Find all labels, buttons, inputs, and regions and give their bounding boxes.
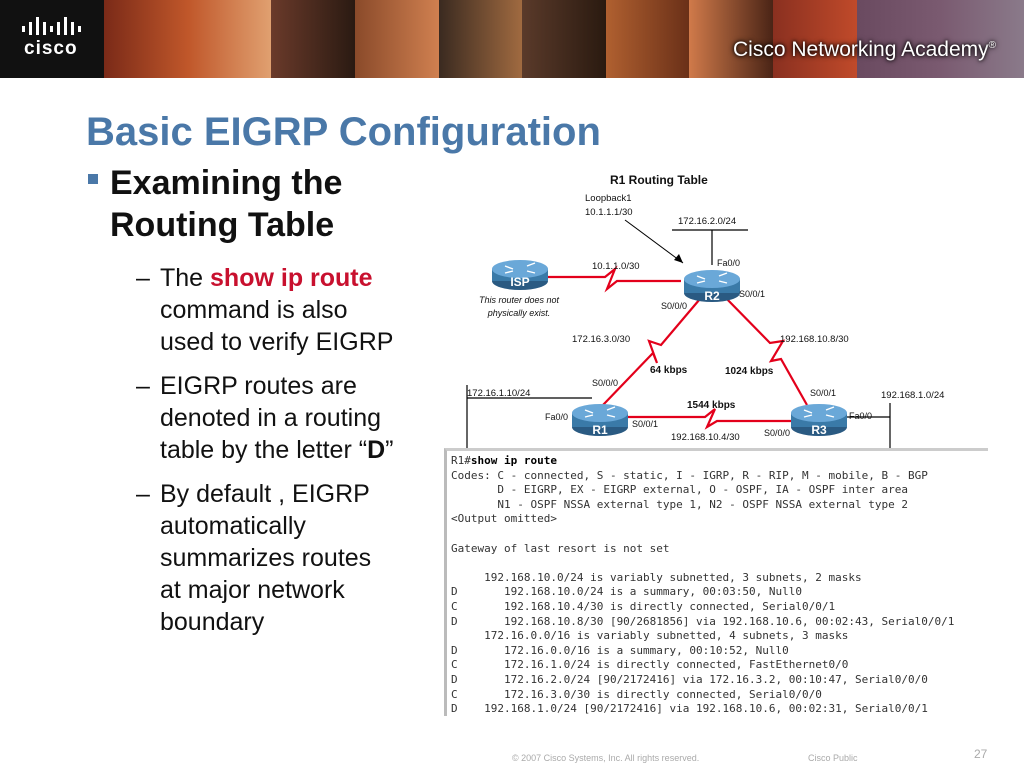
r2-s001: S0/0/1 — [739, 289, 765, 299]
route-letter: D — [367, 436, 386, 464]
header-banner: cisco Cisco Networking Academy® — [0, 0, 1024, 78]
r3-s000: S0/0/0 — [764, 428, 790, 438]
console-line: C 192.168.10.4/30 is directly connected,… — [451, 599, 836, 613]
router-isp-icon — [492, 260, 548, 290]
bw-r2-r3: 1024 kbps — [725, 366, 774, 377]
console-line: D 192.168.10.0/24 is a summary, 00:03:50… — [451, 585, 802, 599]
net-r2-r3: 192.168.10.8/30 — [780, 334, 849, 345]
r2-label: R2 — [704, 289, 720, 303]
isp-note-line-2: physically exist. — [487, 308, 551, 318]
console-line: Codes: C - connected, S - static, I - IG… — [451, 468, 928, 482]
cisco-logo: cisco — [0, 0, 104, 78]
main-bullet: Examining the Routing Table — [110, 164, 343, 244]
r1-s000: S0/0/0 — [592, 378, 618, 388]
console-line: D 192.168.1.0/24 [90/2172416] via 192.16… — [451, 702, 928, 716]
net-r1-r2: 172.16.3.0/30 — [572, 334, 630, 345]
console-command-line: R1#show ip route — [451, 454, 557, 467]
sub-bullet-list: – The show ip route command is also used… — [136, 262, 446, 650]
topology-diagram: ISP R2 R1 R3 R1 Routing Table Loopback1 … — [466, 173, 944, 450]
loopback-label: Loopback1 — [585, 193, 631, 204]
square-bullet-icon — [88, 174, 98, 184]
isp-label: ISP — [510, 275, 529, 289]
cisco-wordmark: cisco — [24, 38, 78, 59]
console-line: N1 - OSPF NSSA external type 1, N2 - OSP… — [451, 497, 908, 511]
r1-label: R1 — [592, 423, 608, 437]
link-r1-r2 — [602, 292, 706, 406]
cisco-bars-icon — [22, 17, 81, 35]
console-line: C 172.16.3.0/30 is directly connected, S… — [451, 687, 822, 701]
router-r1-icon — [572, 404, 628, 436]
classification-label: Cisco Public — [808, 753, 858, 763]
router-r2-icon — [684, 270, 740, 302]
net-isp-r2: 10.1.1.0/30 — [592, 261, 640, 272]
console-line: D 192.168.10.8/30 [90/2681856] via 192.1… — [451, 614, 955, 628]
link-r2-r3 — [720, 292, 808, 406]
copyright-notice: © 2007 Cisco Systems, Inc. All rights re… — [512, 753, 700, 763]
console-line — [451, 556, 984, 571]
r2-fa00: Fa0/0 — [717, 258, 740, 268]
net-r3-lan: 192.168.1.0/24 — [881, 390, 944, 401]
net-r1-lan: 172.16.1.10/24 — [467, 388, 530, 399]
page-number: 27 — [974, 747, 988, 761]
r1-s001: S0/0/1 — [632, 419, 658, 429]
diagram-title: R1 Routing Table — [610, 173, 708, 187]
console-line: 172.16.0.0/16 is variably subnetted, 4 s… — [451, 629, 849, 643]
console-line: D - EIGRP, EX - EIGRP external, O - OSPF… — [451, 483, 908, 497]
console-line: C 172.16.1.0/24 is directly connected, F… — [451, 658, 849, 672]
console-line: <Output omitted> — [451, 512, 557, 526]
sub-bullet-show-ip-route: – The show ip route command is also used… — [136, 264, 394, 356]
r3-fa00: Fa0/0 — [849, 411, 872, 421]
loopback-pointer — [624, 219, 684, 264]
bw-r1-r3: 1544 kbps — [687, 400, 736, 411]
loopback-arrow-icon — [674, 254, 683, 263]
student-photo-strip — [104, 0, 1024, 78]
isp-note-line-1: This router does not — [479, 295, 560, 305]
slide-title: Basic EIGRP Configuration — [86, 110, 601, 154]
net-r2-lan: 172.16.2.0/24 — [678, 216, 736, 227]
console-line: 192.168.10.0/24 is variably subnetted, 3… — [451, 570, 862, 584]
routing-table-console: R1#show ip route Codes: C - connected, S… — [444, 448, 988, 716]
r1-fa00: Fa0/0 — [545, 412, 568, 422]
console-line: Gateway of last resort is not set — [451, 541, 670, 555]
console-line: D 172.16.2.0/24 [90/2172416] via 172.16.… — [451, 672, 928, 686]
sub-bullet-letter-d: – EIGRP routes are denoted in a routing … — [136, 372, 394, 464]
console-output: Codes: C - connected, S - static, I - IG… — [451, 469, 984, 716]
r3-label: R3 — [811, 423, 827, 437]
bw-r1-r2: 64 kbps — [650, 365, 688, 376]
router-r3-icon — [791, 404, 847, 436]
networking-academy-logo: Cisco Networking Academy® — [733, 38, 996, 61]
link-isp-r2 — [537, 265, 681, 293]
link-r1-r3 — [617, 408, 791, 430]
r2-s000: S0/0/0 — [661, 301, 687, 311]
console-line: D 172.16.0.0/16 is a summary, 00:10:52, … — [451, 643, 789, 657]
net-r1-r3: 192.168.10.4/30 — [671, 432, 740, 443]
command-highlight: show ip route — [210, 264, 373, 292]
loopback-address: 10.1.1.1/30 — [585, 207, 633, 218]
r3-s001: S0/0/1 — [810, 388, 836, 398]
sub-bullet-auto-summary: – By default , EIGRP automatically summa… — [136, 480, 372, 636]
console-line — [451, 527, 984, 542]
